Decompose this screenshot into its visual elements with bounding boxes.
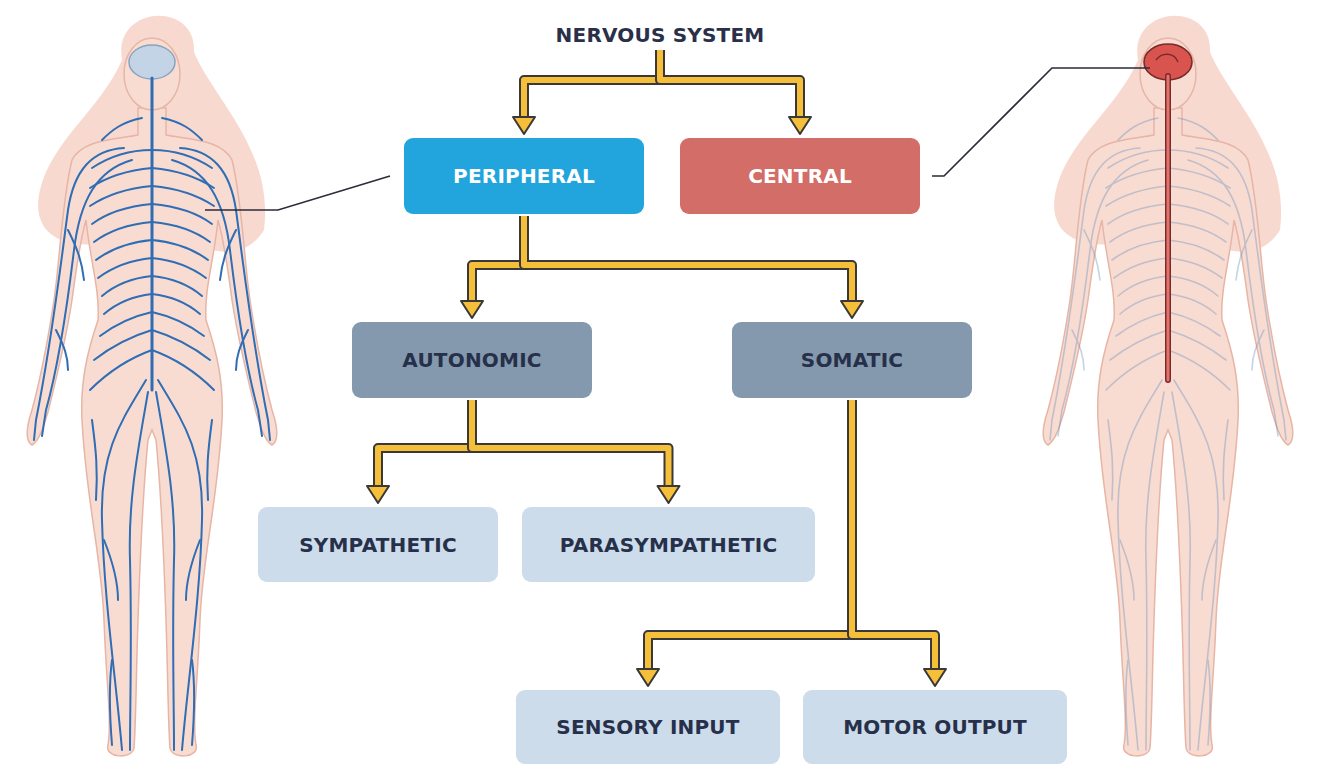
arrow-head xyxy=(924,669,946,686)
category-box: CENTRAL xyxy=(680,138,920,214)
arrow-outline xyxy=(852,400,935,671)
branch-arrow xyxy=(524,216,863,318)
arrow-outline xyxy=(472,216,524,303)
arrow-shaft xyxy=(472,400,669,488)
peripheral-figure xyxy=(27,16,277,756)
arrow-head xyxy=(461,301,483,318)
node-label: MOTOR OUTPUT xyxy=(843,715,1027,739)
branch-arrow xyxy=(461,216,524,318)
node-label: SENSORY INPUT xyxy=(556,715,739,739)
branch-arrow xyxy=(513,50,660,134)
node-label: NERVOUS SYSTEM xyxy=(556,23,765,47)
spinal-cord xyxy=(1167,76,1170,380)
root-label: NERVOUS SYSTEM xyxy=(520,22,800,48)
branch-arrow xyxy=(660,50,811,134)
node-label: PERIPHERAL xyxy=(453,164,595,188)
brain xyxy=(129,45,175,79)
arrow-shaft xyxy=(660,50,800,119)
central-figure xyxy=(1043,16,1293,756)
arrow-outline xyxy=(472,400,669,488)
leader-line xyxy=(932,68,1150,176)
arrow-shaft xyxy=(378,400,472,488)
division-box: SOMATIC xyxy=(732,322,972,398)
node-label: AUTONOMIC xyxy=(402,348,541,372)
function-box: SENSORY INPUT xyxy=(516,690,780,764)
function-box: MOTOR OUTPUT xyxy=(803,690,1067,764)
arrow-shaft xyxy=(472,216,524,303)
arrow-outline xyxy=(660,50,800,119)
arrow-shaft xyxy=(524,216,852,303)
spinal-cord-outline xyxy=(1165,76,1171,380)
brain-fold xyxy=(1156,54,1178,62)
arrow-outline xyxy=(378,400,472,488)
branch-arrow xyxy=(367,400,472,503)
node-label: PARASYMPATHETIC xyxy=(560,533,778,557)
branch-arrow xyxy=(852,400,946,686)
arrow-shaft xyxy=(524,50,660,119)
node-label: SOMATIC xyxy=(801,348,903,372)
arrow-shaft xyxy=(852,400,935,671)
arrow-outline xyxy=(524,50,660,119)
arrow-head xyxy=(637,669,659,686)
arrow-head xyxy=(841,301,863,318)
arrow-head xyxy=(367,486,389,503)
subdivision-box: SYMPATHETIC xyxy=(258,507,498,582)
arrow-head xyxy=(658,486,680,503)
arrow-head xyxy=(789,117,811,134)
nerve-network xyxy=(34,78,270,750)
node-label: SYMPATHETIC xyxy=(299,533,457,557)
leader-line xyxy=(205,176,390,210)
arrow-outline xyxy=(524,216,852,303)
node-label: CENTRAL xyxy=(748,164,852,188)
division-box: AUTONOMIC xyxy=(352,322,592,398)
arrow-head xyxy=(513,117,535,134)
branch-arrow xyxy=(472,400,680,503)
subdivision-box: PARASYMPATHETIC xyxy=(522,507,815,582)
category-box: PERIPHERAL xyxy=(404,138,644,214)
